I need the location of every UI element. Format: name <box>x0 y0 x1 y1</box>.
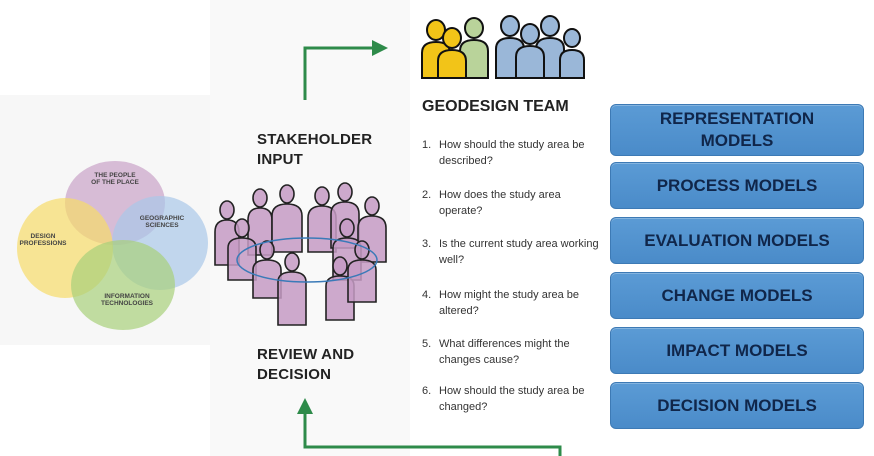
review-decision-title: REVIEW AND DECISION <box>257 346 355 383</box>
venn-label-information: INFORMATION TECHNOLOGIES <box>100 293 153 307</box>
representation-models-button: REPRESENTATION MODELS <box>610 104 864 156</box>
geodesign-team-title: GEODESIGN TEAM <box>422 98 569 115</box>
venn-label-geographic: GEOGRAPHIC SCIENCES <box>139 215 185 229</box>
question-item: 2. How does the study area operate? <box>422 187 602 219</box>
question-text: Is the current study area working well? <box>439 238 599 266</box>
venn-shapes <box>17 161 208 330</box>
question-text: How should the study area be changed? <box>439 385 585 413</box>
question-text: How might the study area be altered? <box>439 289 580 317</box>
process-models-button: PROCESS MODELS <box>610 162 864 209</box>
question-number: 6. <box>422 385 432 397</box>
geodesign-team-icon <box>421 15 585 79</box>
impact-models-button: IMPACT MODELS <box>610 327 864 374</box>
question-item: 6. How should the study area be changed? <box>422 383 602 415</box>
question-number: 3. <box>422 238 432 250</box>
question-number: 2. <box>422 189 432 201</box>
venn-diagram: THE PEOPLE OF THE PLACE GEOGRAPHIC SCIEN… <box>15 155 215 340</box>
venn-circle-information <box>71 240 175 330</box>
stakeholder-input-title: STAKEHOLDER INPUT <box>257 131 373 168</box>
question-item: 4. How might the study area be altered? <box>422 287 602 319</box>
decision-models-button: DECISION MODELS <box>610 382 864 429</box>
evaluation-models-button: EVALUATION MODELS <box>610 217 864 264</box>
venn-label-people: THE PEOPLE OF THE PLACE <box>91 172 139 186</box>
question-item: 3. Is the current study area working wel… <box>422 236 602 268</box>
question-text: What differences might the changes cause… <box>439 338 570 366</box>
question-number: 1. <box>422 139 432 151</box>
stakeholder-circle <box>236 237 378 283</box>
question-number: 5. <box>422 338 432 350</box>
change-models-button: CHANGE MODELS <box>610 272 864 319</box>
question-text: How should the study area be described? <box>439 139 585 167</box>
question-item: 1. How should the study area be describe… <box>422 137 602 169</box>
question-text: How does the study area operate? <box>439 189 561 217</box>
stakeholder-crowd-icon <box>214 182 387 326</box>
venn-label-design: DESIGN PROFESSIONS <box>19 233 67 247</box>
question-item: 5. What differences might the changes ca… <box>422 336 602 368</box>
question-number: 4. <box>422 289 432 301</box>
